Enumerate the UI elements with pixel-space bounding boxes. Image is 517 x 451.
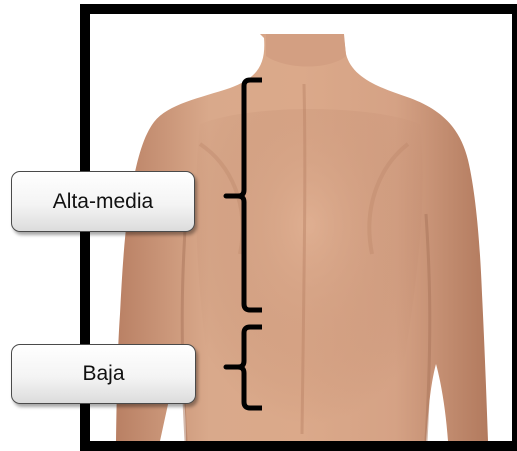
- neck: [266, 34, 346, 67]
- label-lower: Baja: [11, 344, 196, 404]
- label-lower-text: Baja: [82, 362, 124, 386]
- label-upper-text: Alta-media: [53, 190, 153, 214]
- label-upper-middle: Alta-media: [11, 171, 195, 232]
- body-highlight: [196, 109, 423, 441]
